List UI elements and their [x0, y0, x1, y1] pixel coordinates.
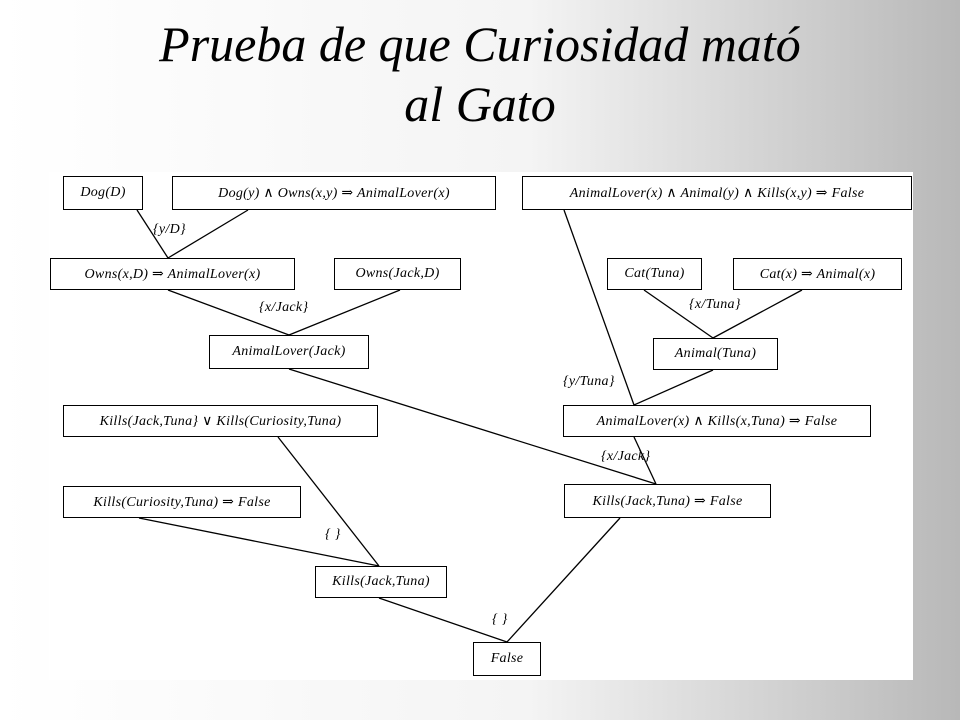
edge-cat-tuna-to-animal-tuna	[643, 289, 714, 339]
edge-kills-curiosity-to-kills-jack-tuna	[138, 517, 380, 567]
node-false: False	[473, 642, 541, 676]
substitution-x-jack-2: {x/Jack}	[601, 449, 651, 464]
node-animal-tuna: Animal(Tuna)	[653, 338, 778, 370]
resolution-proof-diagram: Dog(D) Dog(y) ∧ Owns(x,y) ⇒ AnimalLover(…	[49, 172, 913, 680]
substitution-empty-1: { }	[325, 527, 341, 542]
node-kills-disjunction: Kills(Jack,Tuna} ∨ Kills(Curiosity,Tuna)	[63, 405, 378, 437]
edge-animallover-rule-to-animallover-kills	[563, 209, 635, 406]
substitution-x-tuna: {x/Tuna}	[689, 297, 741, 312]
edge-dog-rule-to-owns-rule	[167, 209, 249, 259]
edge-kills-disjunction-to-kills-jack-tuna	[277, 436, 380, 567]
node-cat-rule: Cat(x) ⇒ Animal(x)	[733, 258, 902, 290]
edge-kills-jack-rule-to-false	[506, 517, 621, 643]
edge-cat-rule-to-animal-tuna	[712, 289, 803, 339]
node-animallover-jack: AnimalLover(Jack)	[209, 335, 369, 369]
edge-animallover-jack-to-kills-jack-rule	[288, 368, 657, 485]
edge-owns-jack-to-animallover-jack	[288, 289, 401, 336]
title-line-2: al Gato	[404, 76, 556, 132]
node-cat-tuna: Cat(Tuna)	[607, 258, 702, 290]
substitution-x-jack-1: {x/Jack}	[259, 300, 309, 315]
substitution-empty-2: { }	[492, 612, 508, 627]
node-dog-d: Dog(D)	[63, 176, 143, 210]
substitution-y-d: {y/D}	[153, 222, 186, 237]
edge-animal-tuna-to-animallover-kills	[633, 369, 714, 406]
proof-edges	[136, 209, 803, 643]
edge-owns-rule-to-animallover-jack	[167, 289, 290, 336]
edge-dog-d-to-owns-rule	[136, 209, 169, 259]
node-animallover-kills-rule: AnimalLover(x) ∧ Kills(x,Tuna) ⇒ False	[563, 405, 871, 437]
slide-title: Prueba de que Curiosidad mató al Gato	[0, 14, 960, 134]
substitution-y-tuna: {y/Tuna}	[563, 374, 615, 389]
edge-kills-jack-tuna-to-false	[378, 597, 508, 643]
node-kills-jack-tuna: Kills(Jack,Tuna)	[315, 566, 447, 598]
node-animallover-rule: AnimalLover(x) ∧ Animal(y) ∧ Kills(x,y) …	[522, 176, 912, 210]
node-owns-rule: Owns(x,D) ⇒ AnimalLover(x)	[50, 258, 295, 290]
node-owns-jack-d: Owns(Jack,D)	[334, 258, 461, 290]
node-dog-rule: Dog(y) ∧ Owns(x,y) ⇒ AnimalLover(x)	[172, 176, 496, 210]
edge-animallover-kills-to-kills-jack-rule	[633, 436, 657, 485]
node-kills-curiosity-rule: Kills(Curiosity,Tuna) ⇒ False	[63, 486, 301, 518]
title-line-1: Prueba de que Curiosidad mató	[159, 16, 801, 72]
node-kills-jack-rule: Kills(Jack,Tuna) ⇒ False	[564, 484, 771, 518]
